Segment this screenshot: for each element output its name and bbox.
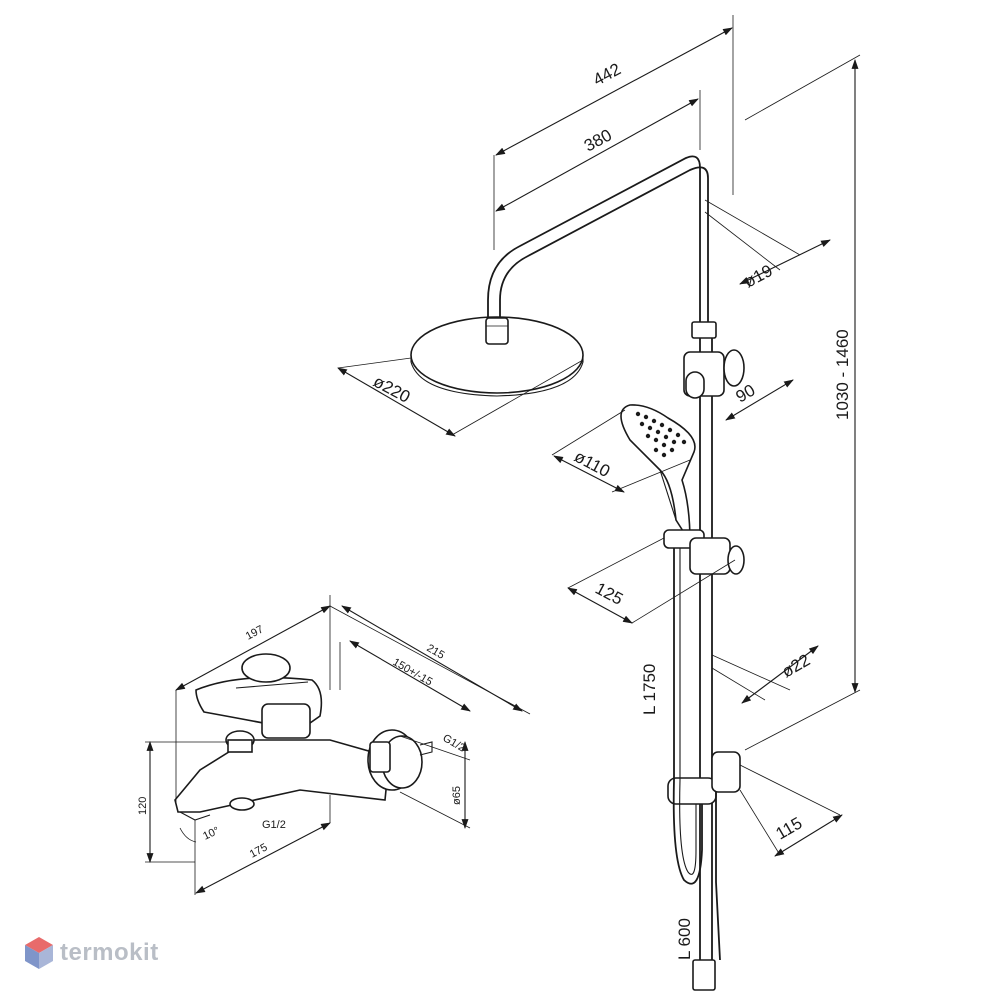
dim-442: 442 (590, 59, 624, 89)
bath-mixer (174, 653, 433, 821)
hose (672, 548, 703, 885)
shower-system (410, 155, 745, 991)
dim-rail-dia: ø22 (779, 650, 814, 681)
dim-380: 380 (581, 125, 615, 155)
shower-dimensions (337, 15, 861, 857)
brand-name: termokit (60, 939, 159, 966)
dim-spacing: 150+/-15 (391, 656, 435, 688)
brand-logo: termokit (24, 936, 159, 970)
rain-shower-head (410, 316, 584, 397)
dim-197: 197 (244, 623, 266, 642)
bottom-holder (667, 751, 741, 805)
dim-height-range: 1030 - 1460 (833, 329, 852, 420)
thread-bottom: G1/2 (262, 819, 286, 831)
dim-hose-short: L 600 (675, 918, 694, 960)
shower-rail (691, 321, 717, 991)
middle-holder (663, 529, 745, 575)
dim-pipe-dia: ø19 (741, 261, 776, 292)
hand-shower-nozzles (635, 411, 687, 458)
dim-bottom-115: 115 (773, 813, 806, 843)
mixer-dimensions (145, 595, 531, 895)
hand-shower (620, 404, 696, 545)
shower-labels: 442 380 ø19 1030 - 1460 ø220 90 ø110 125… (370, 59, 852, 960)
dim-175: 175 (248, 841, 270, 860)
dim-120: 120 (137, 797, 149, 815)
cube-logo-icon (25, 937, 53, 969)
dim-flange-dia: ø65 (451, 786, 463, 805)
dim-hose-long: L 1750 (640, 664, 659, 715)
angle-label: 10° (201, 825, 221, 843)
dim-head-dia: ø220 (370, 372, 413, 407)
upper-holder (683, 349, 745, 399)
shower-arm (487, 155, 701, 330)
